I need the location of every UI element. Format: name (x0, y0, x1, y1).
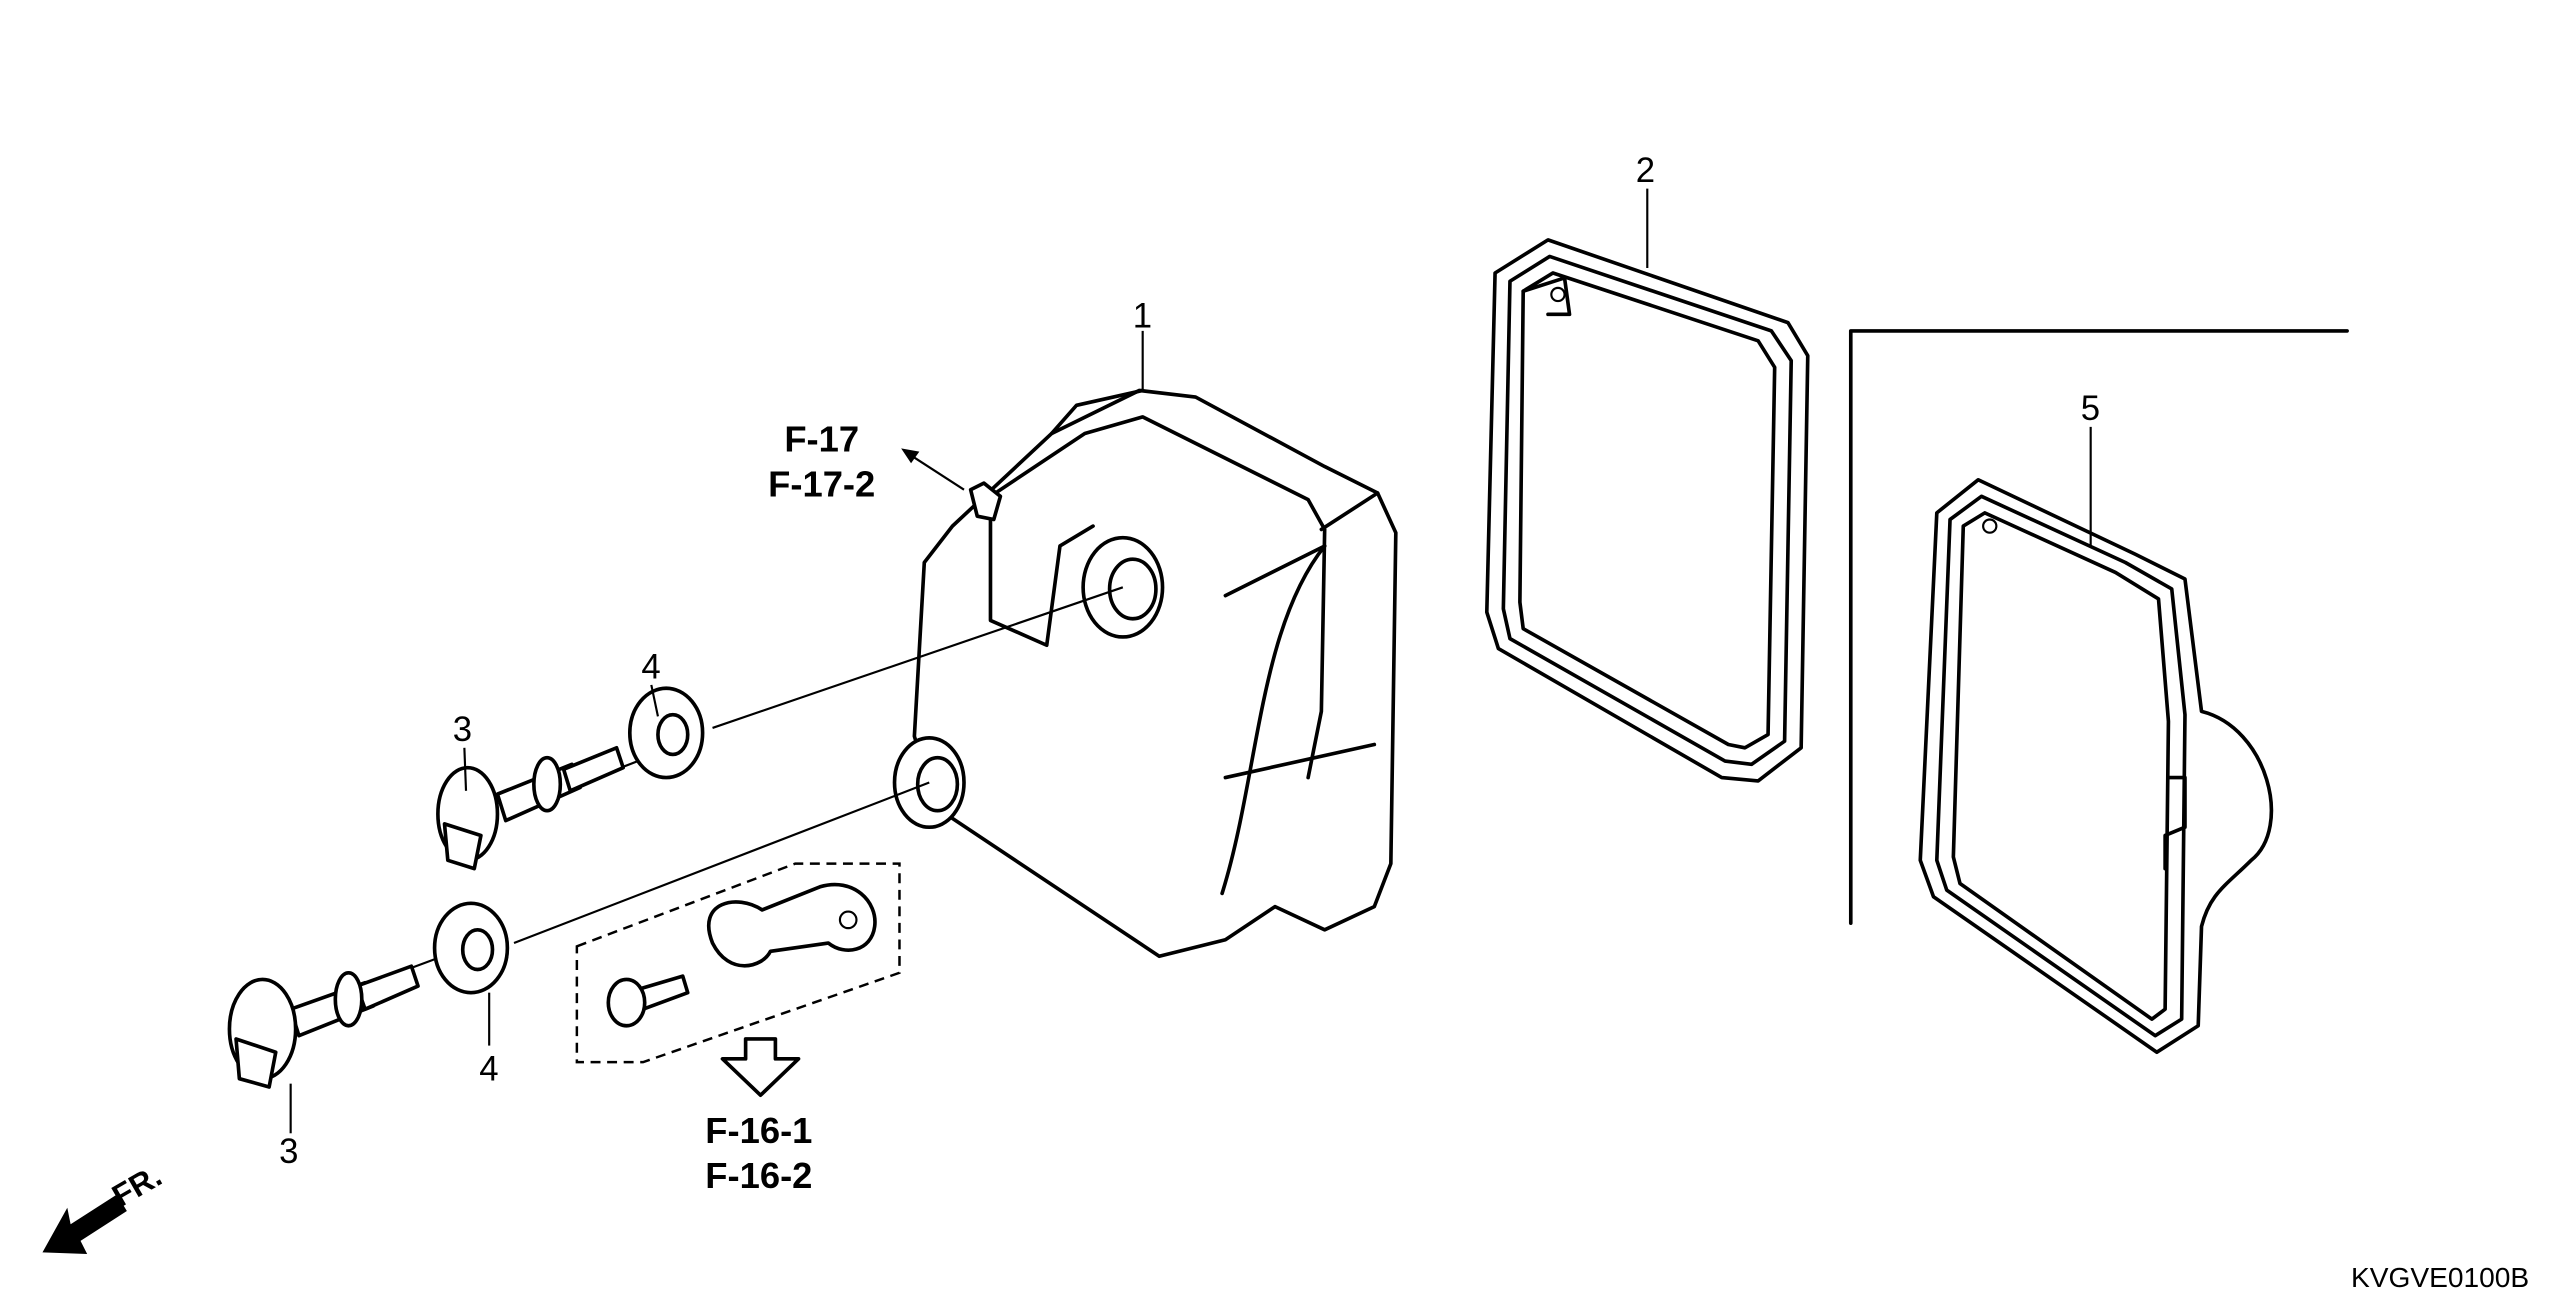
reference-f16-2[interactable]: F-16-2 (705, 1155, 812, 1196)
cover-gasket (1484, 238, 1810, 783)
clamp-subassembly (575, 862, 901, 1064)
diagram-code: KVGVE0100B (2351, 1262, 2529, 1293)
washer-lower (432, 901, 510, 995)
reference-arrow-icon (901, 448, 920, 464)
reference-f17[interactable]: F-17 (784, 419, 859, 460)
callout-4-upper: 4 (641, 648, 660, 686)
bolt-upper (436, 745, 626, 871)
reference-f17-2[interactable]: F-17-2 (768, 463, 875, 504)
callout-3-lower: 3 (279, 1133, 298, 1171)
callout-1: 1 (1133, 298, 1152, 336)
reference-arrow-down-icon (720, 1037, 801, 1098)
callout-3-upper: 3 (453, 711, 472, 749)
alt-cover-gasket (1918, 477, 2274, 1055)
callout-5: 5 (2081, 390, 2100, 428)
cylinder-head-cover (892, 388, 1398, 959)
alt-part-bracket (1848, 329, 2349, 925)
callout-4-lower: 4 (479, 1050, 498, 1088)
washer-upper (627, 686, 705, 780)
bolt-lower (227, 964, 420, 1089)
callout-2: 2 (1636, 152, 1655, 190)
front-direction-arrow-icon: FR. (42, 1158, 168, 1255)
reference-f16-1[interactable]: F-16-1 (705, 1110, 812, 1151)
